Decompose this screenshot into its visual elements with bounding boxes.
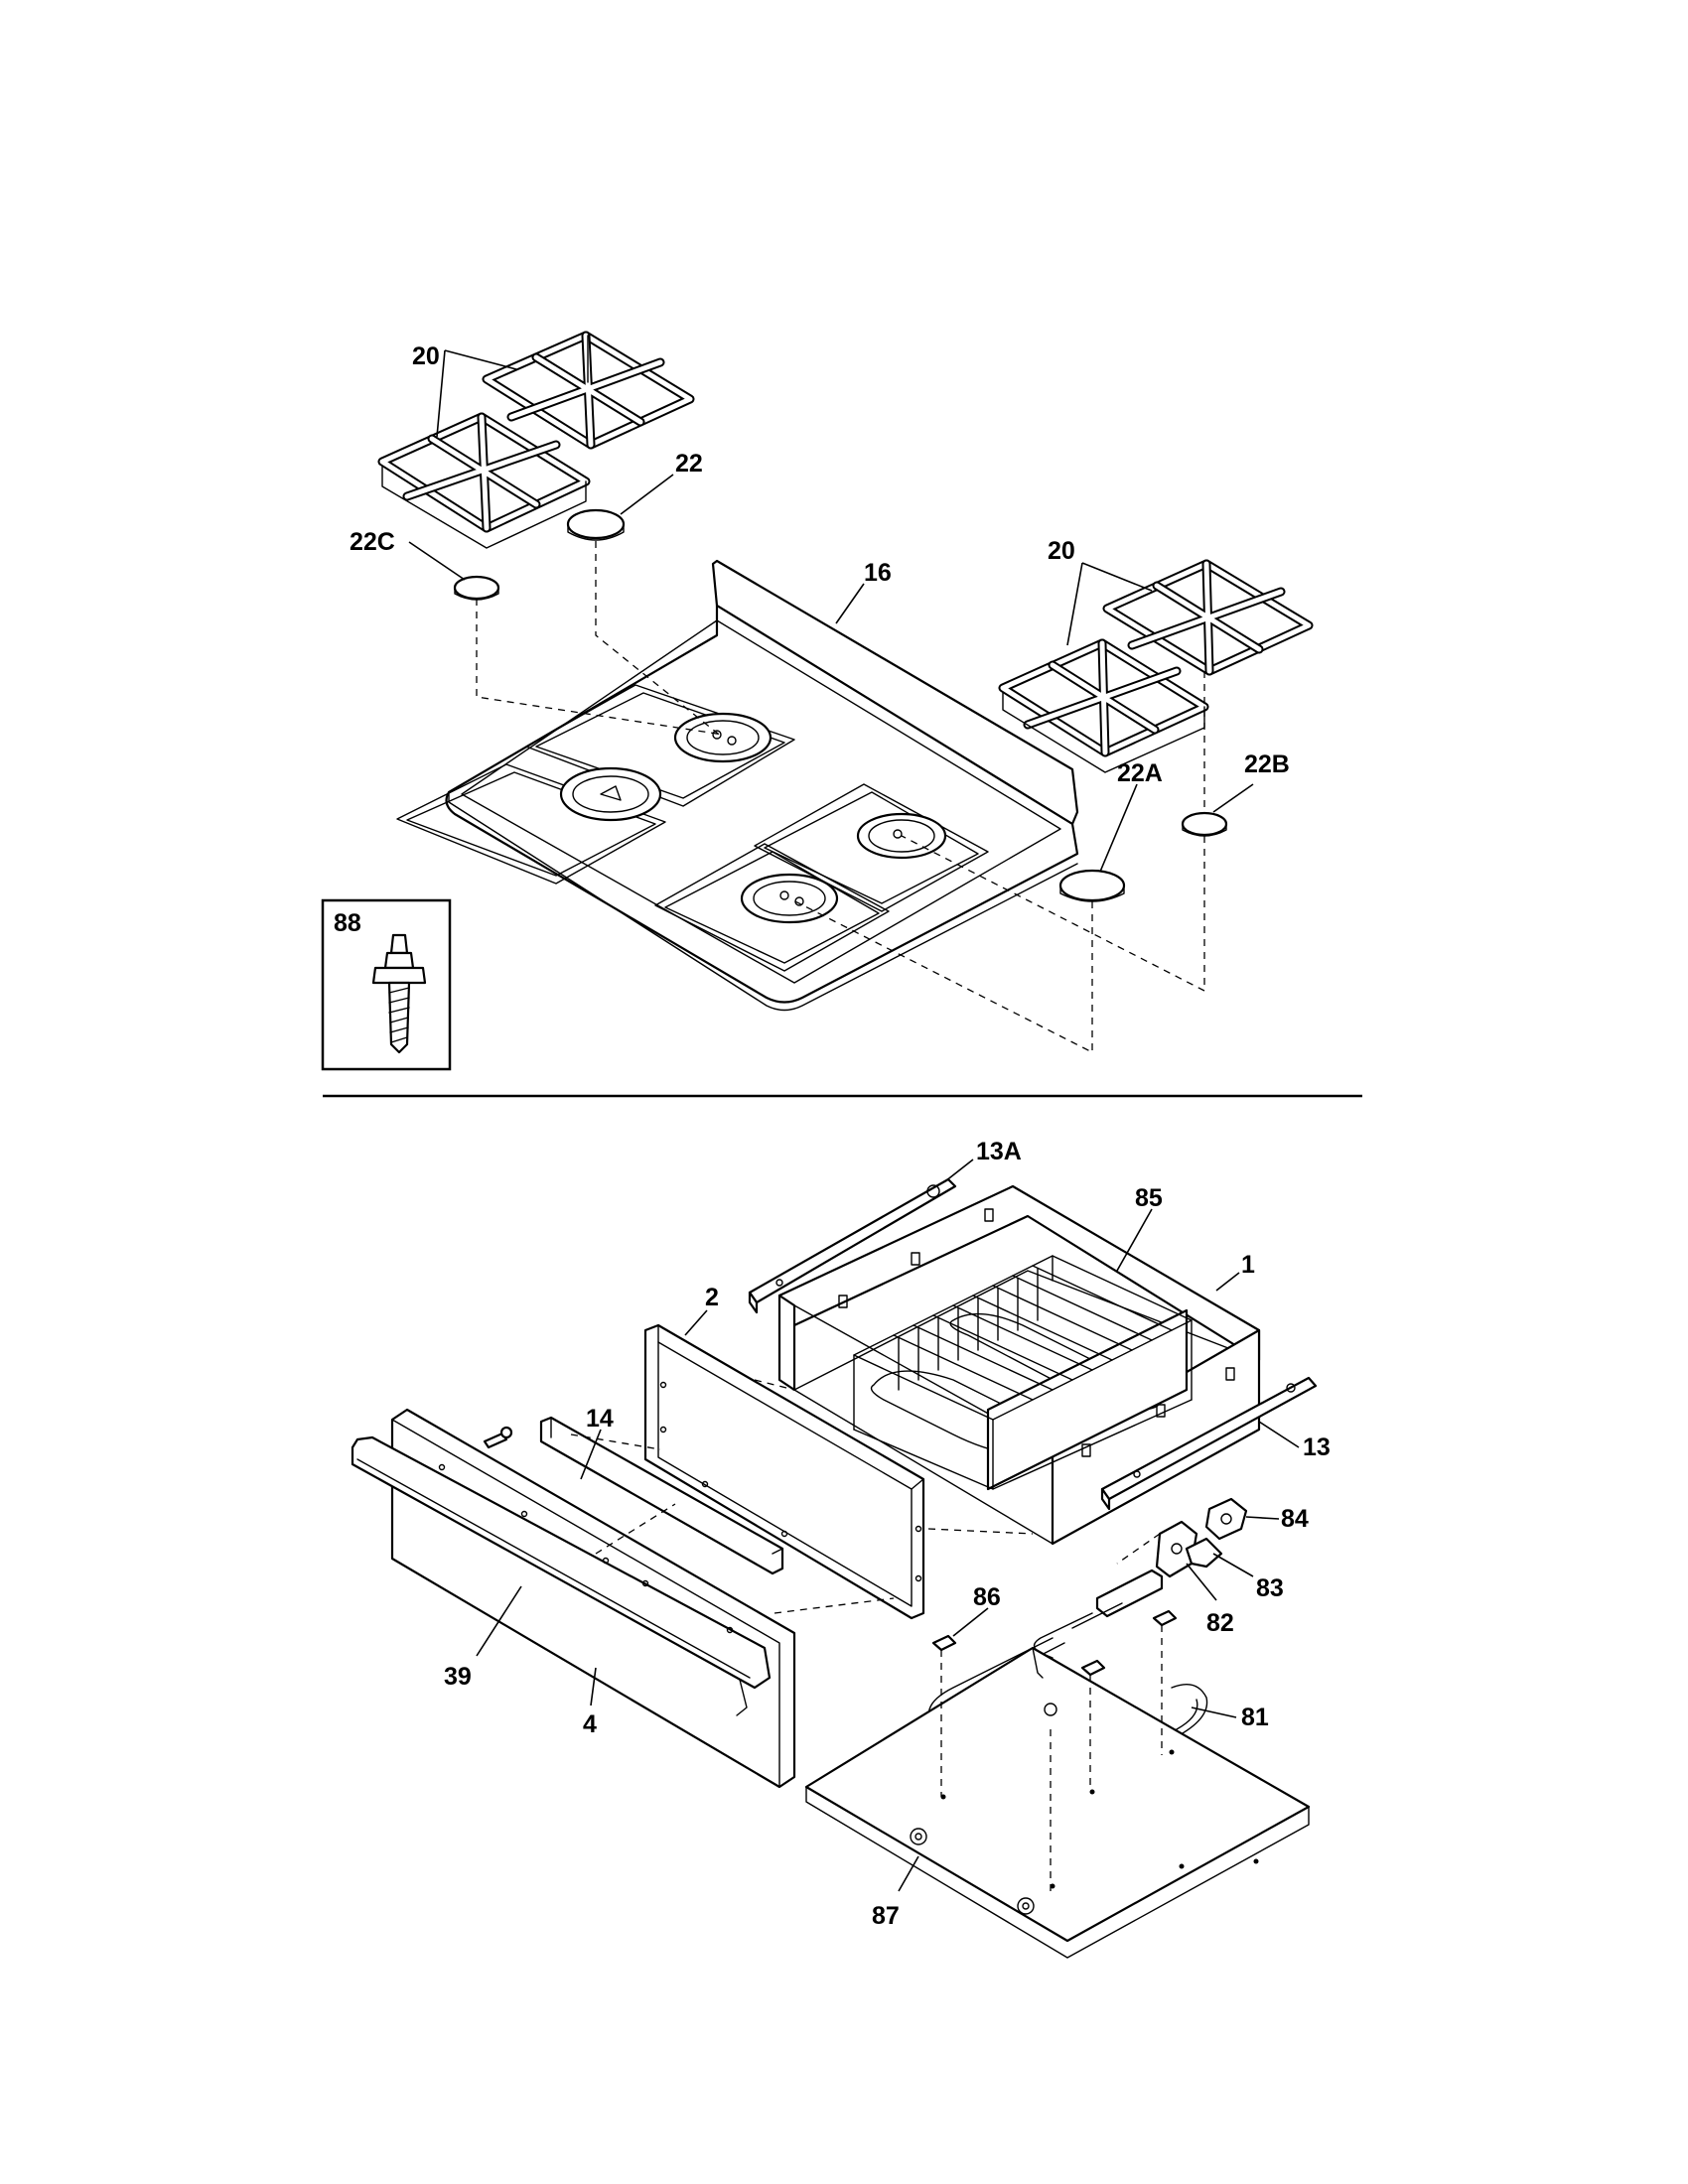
callout-84: 84 [1281,1505,1309,1533]
callout-85: 85 [1135,1184,1163,1212]
callout-86: 86 [973,1583,1001,1611]
burner-cap-22b [1181,811,1228,837]
callout-81: 81 [1241,1704,1269,1731]
callout-20-left: 20 [412,342,440,370]
callout-13a: 13A [976,1138,1022,1165]
drawer-slide-13a [748,1177,957,1314]
callout-14: 14 [586,1405,614,1433]
callout-1: 1 [1241,1251,1255,1279]
callout-16: 16 [864,559,892,587]
callout-22b: 22B [1244,751,1290,778]
callout-2: 2 [705,1284,719,1311]
right-burner-grates [998,559,1314,773]
drawer-inner-panel [643,1323,925,1620]
cooktop-main-top [396,559,1079,1012]
callout-13: 13 [1303,1433,1331,1461]
left-burner-grates [377,331,695,549]
element-receptacle-84 [1204,1497,1248,1541]
drawer-front-panel [351,1408,796,1789]
lower-assembly-lines [570,1379,1163,1891]
drawer-screw [483,1426,513,1449]
element-bracket-83 [1185,1537,1223,1569]
drawer-rack [853,1255,1193,1491]
upper-leaders [408,349,1254,873]
burner-cap-22c [453,575,500,601]
burner-cap-22a [1058,869,1126,902]
callout-39: 39 [444,1663,472,1691]
callout-88: 88 [334,909,361,937]
drawer-slide-13 [1100,1376,1318,1511]
upper-assembly-lines [476,541,1205,1054]
callout-4: 4 [583,1710,597,1738]
callout-22a: 22A [1117,759,1163,787]
callout-87: 87 [872,1902,900,1930]
drawer-bottom-pan [804,1646,1311,1959]
lower-leaders [476,1159,1300,1892]
callout-20-right: 20 [1048,537,1075,565]
callout-22: 22 [675,450,703,478]
inset-box-88: 88 [321,898,452,1071]
burner-cap-22 [566,508,626,541]
callout-82: 82 [1206,1609,1234,1637]
callout-22c: 22C [350,528,395,556]
drawer-gasket-strip [539,1416,784,1575]
callout-83: 83 [1256,1574,1284,1602]
